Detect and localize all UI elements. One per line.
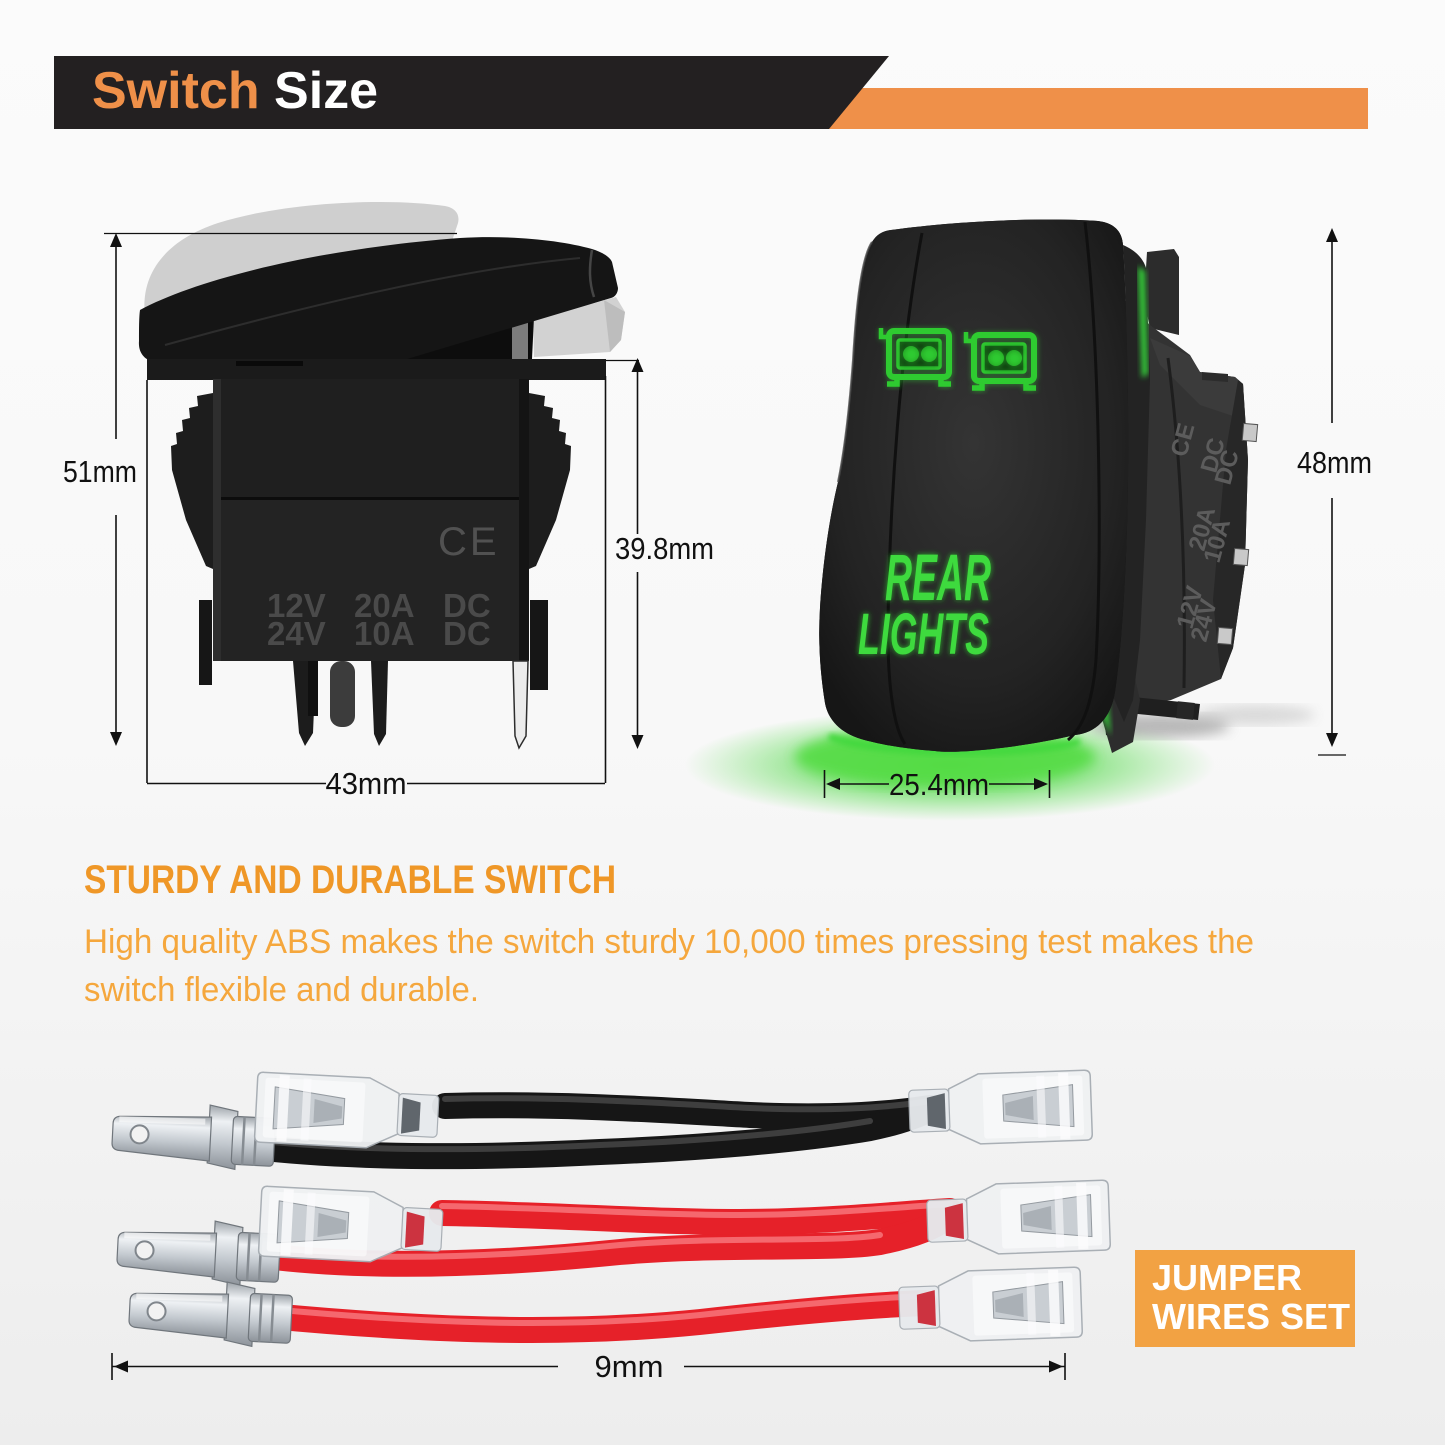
svg-text:10A: 10A — [354, 615, 415, 652]
svg-text:LIGHTS: LIGHTS — [858, 602, 989, 667]
svg-text:24V: 24V — [267, 615, 326, 652]
svg-text:20A: 20A — [354, 587, 415, 624]
svg-text:JUMPER: JUMPER — [1152, 1257, 1302, 1298]
svg-text:REAR: REAR — [885, 540, 991, 614]
svg-text:43mm: 43mm — [326, 766, 407, 801]
svg-text:REAR: REAR — [885, 540, 991, 614]
svg-text:DC: DC — [443, 587, 491, 624]
svg-text:CE: CE — [438, 520, 500, 564]
svg-text:DC: DC — [443, 615, 491, 652]
svg-text:switch flexible and durable.: switch flexible and durable. — [84, 971, 479, 1009]
svg-text:9mm: 9mm — [595, 1349, 664, 1384]
svg-text:WIRES SET: WIRES SET — [1152, 1296, 1350, 1337]
svg-text:STURDY AND DURABLE SWITCH: STURDY AND DURABLE SWITCH — [84, 858, 616, 902]
svg-text:High quality ABS makes the swi: High quality ABS makes the switch sturdy… — [84, 923, 1254, 961]
svg-text:48mm: 48mm — [1297, 445, 1372, 480]
svg-text:LIGHTS: LIGHTS — [858, 602, 989, 667]
svg-text:39.8mm: 39.8mm — [615, 531, 714, 566]
svg-text:12V: 12V — [267, 587, 326, 624]
svg-text:51mm: 51mm — [63, 454, 137, 489]
svg-text:25.4mm: 25.4mm — [889, 767, 989, 802]
svg-text:Switch Size: Switch Size — [92, 62, 378, 120]
